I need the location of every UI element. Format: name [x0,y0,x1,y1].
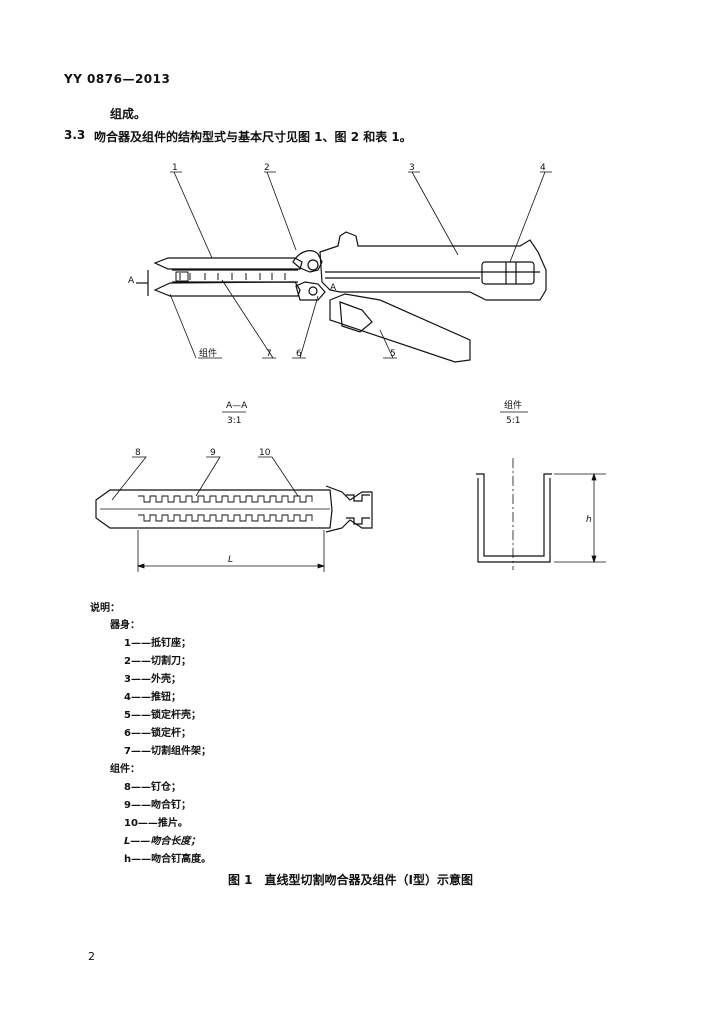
legend-group-body: 器身： [110,620,140,631]
housing-shape [319,231,547,301]
legend-item: 10——推片。 [124,818,188,829]
standard-number: YY 0876—2013 [64,72,171,86]
callout-2: 2 [264,163,270,173]
section-marker-right: A [330,283,337,293]
anvil-shape [153,257,303,270]
continuation-text: 组成。 [110,107,147,121]
push-button-shape [481,261,535,285]
component-label: 组件 [199,347,217,359]
section-text: 吻合器及组件的结构型式与基本尺寸见图 1、图 2 和表 1。 [94,130,412,144]
callout-5: 5 [390,349,396,359]
callout-1: 1 [172,163,178,173]
callout-8: 8 [135,448,141,458]
lock-lever-housing-shape [329,293,471,363]
legend-item: 6——锁定杆； [124,728,191,739]
callout-10: 10 [259,448,271,458]
callout-6: 6 [296,349,302,359]
legend-item: 5——锁定杆壳； [124,710,201,721]
legend-title: 说明： [90,603,120,614]
legend-item: h——吻合钉高度。 [124,854,212,865]
legend-group-component: 组件： [110,764,140,775]
staple-view [476,458,606,570]
legend-item: 3——外壳； [124,674,181,685]
callout-3: 3 [409,163,415,173]
page-number: 2 [88,950,95,963]
figure-caption: 图 1 直线型切割吻合器及组件（Ⅰ型）示意图 [228,873,473,887]
legend-item: 8——钉仓； [124,782,181,793]
legend-item: 4——推钮； [124,692,181,703]
view-aa-scale: 3:1 [227,416,241,426]
knife-shape [292,250,323,273]
legend-item: 9——吻合钉； [124,800,191,811]
legend-item: 1——抵钉座； [124,638,191,649]
callout-4: 4 [540,163,546,173]
dimension-L: L [228,555,233,565]
legend-item: 2——切割刀； [124,656,191,667]
section-number: 3.3 [64,128,86,142]
view-aa-title: A—A [226,401,248,411]
callout-7: 7 [266,349,272,359]
callout-9: 9 [210,448,216,458]
view-component-scale: 5:1 [506,416,520,426]
cartridge-jaw-shape [153,281,301,297]
section-view-aa [95,456,373,572]
section-marker-left: A [128,276,135,286]
dimension-h: h [586,515,592,525]
legend-item: L——吻合长度； [124,836,201,847]
view-component-title: 组件 [504,399,522,411]
legend-item: 7——切割组件架； [124,746,211,757]
